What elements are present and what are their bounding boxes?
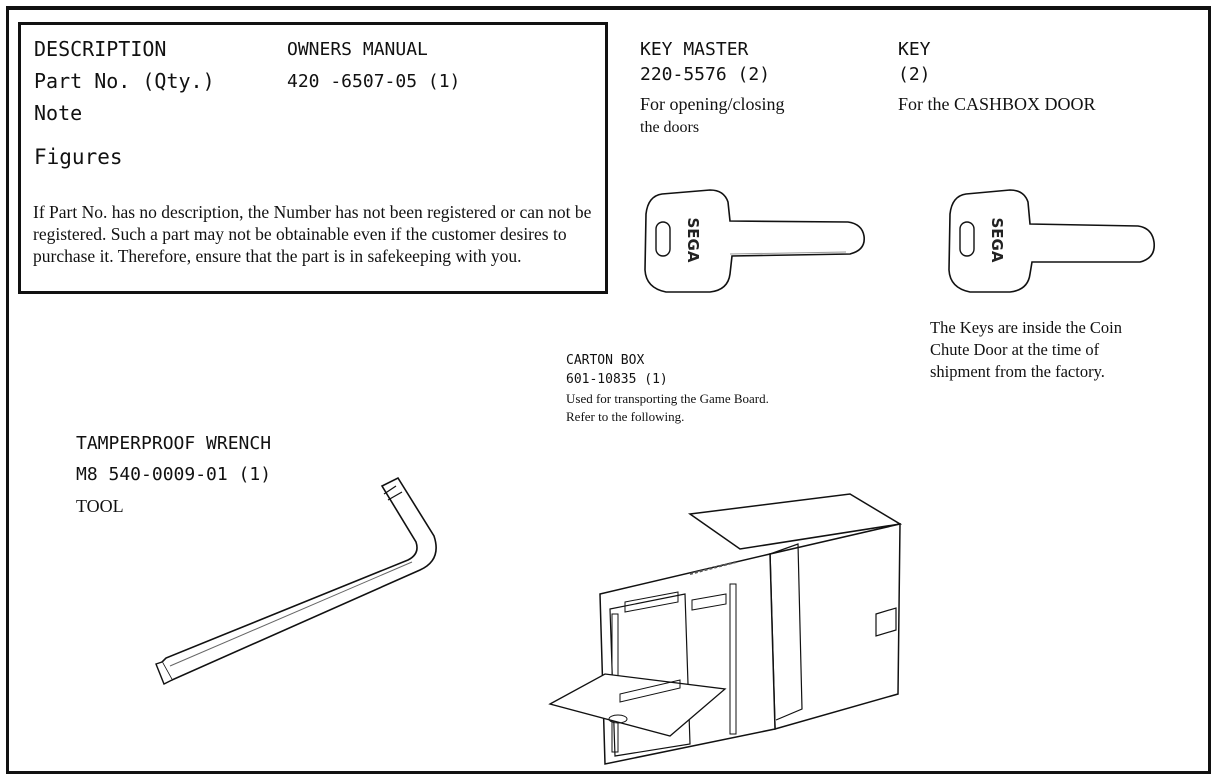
key-brand: SEGA — [988, 218, 1006, 263]
description-value: OWNERS MANUAL — [287, 39, 428, 60]
carton-box-figure — [548, 493, 903, 765]
key-master-part: 220-5576 (2) — [640, 64, 771, 85]
description-label: DESCRIPTION — [34, 37, 167, 61]
key-master-note-2: the doors — [640, 119, 700, 136]
wrench-figure — [155, 476, 437, 685]
key-caption: The Keys are inside the Coin Chute Door … — [930, 317, 1122, 383]
key-caption-3: shipment from the factory. — [930, 362, 1105, 381]
wrench-name: TAMPERPROOF WRENCH — [76, 433, 272, 454]
legend-box: DESCRIPTION OWNERS MANUAL Part No. (Qty.… — [18, 22, 608, 294]
key-master-note-1: For opening/closing — [640, 94, 785, 114]
key-caption-2: Chute Door at the time of — [930, 340, 1100, 359]
page-frame — [6, 6, 1211, 774]
key-master-figure: SEGA — [644, 189, 866, 293]
key-note: For the CASHBOX DOOR — [898, 94, 1096, 114]
carton-part: 601-10835 (1) — [566, 372, 668, 387]
figures-label: Figures — [34, 145, 123, 169]
key-figure: SEGA — [948, 189, 1156, 293]
key-name: KEY — [898, 39, 931, 60]
carton-note-1: Used for transporting the Game Board. — [566, 391, 769, 406]
carton-note-2: Refer to the following. — [566, 409, 685, 424]
key-qty: (2) — [898, 64, 931, 85]
key-master-name: KEY MASTER — [640, 39, 749, 60]
wrench-category: TOOL — [76, 496, 124, 516]
key-master-brand: SEGA — [684, 218, 702, 263]
part-value: 420 -6507-05 (1) — [287, 71, 461, 92]
legend-note-text: If Part No. has no description, the Numb… — [33, 202, 592, 266]
wrench-part: M8 540-0009-01 (1) — [76, 464, 272, 485]
key-caption-1: The Keys are inside the Coin — [930, 318, 1122, 337]
note-label: Note — [34, 101, 83, 125]
part-label: Part No. (Qty.) — [34, 69, 215, 93]
carton-name: CARTON BOX — [566, 353, 645, 368]
